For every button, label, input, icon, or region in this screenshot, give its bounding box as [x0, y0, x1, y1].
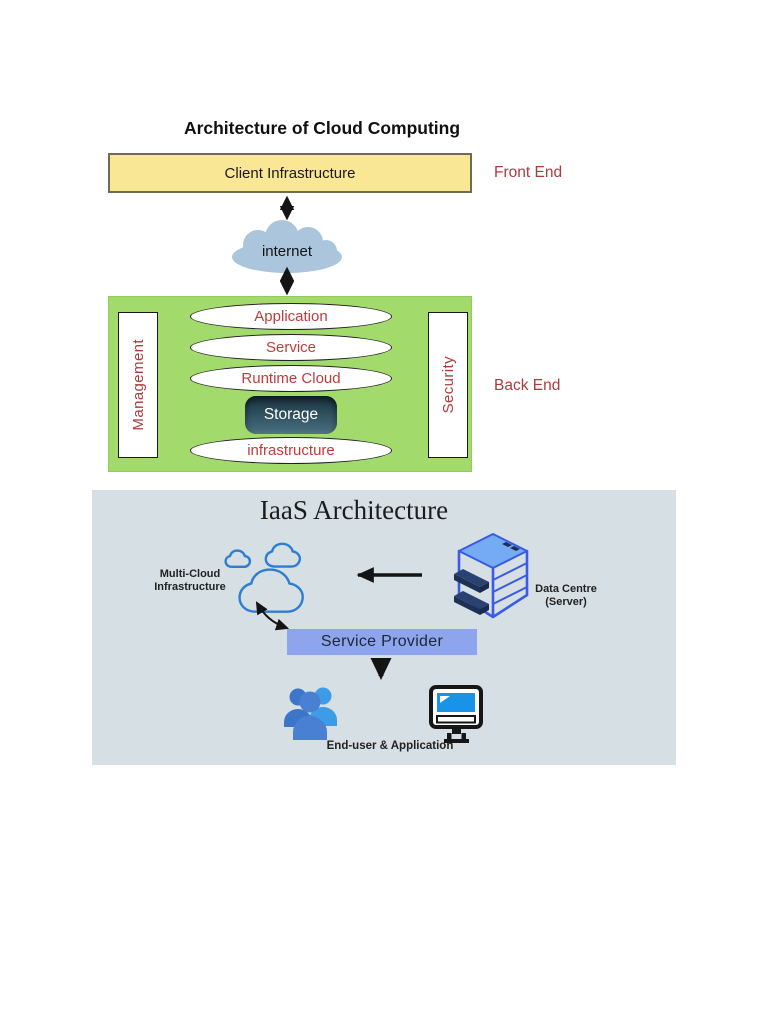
management-box: Management: [118, 312, 158, 458]
back-end-label: Back End: [494, 377, 561, 394]
layer-ellipse-application: Application: [190, 303, 392, 330]
data-centre-icon: [454, 533, 529, 619]
end-user-label: End-user & Application: [326, 740, 454, 752]
client-infrastructure-box: Client Infrastructure: [108, 153, 472, 193]
multi-cloud-label: Multi-Cloud Infrastructure: [140, 568, 240, 594]
layer-ellipse-infrastructure: infrastructure: [190, 437, 392, 464]
back-end-panel: Management Security Application Service …: [108, 296, 472, 472]
iaas-diagram-panel: IaaS Architecture Multi-Cloud Infrastruc…: [92, 490, 676, 765]
data-centre-label-line1: Data Centre: [535, 583, 597, 595]
front-end-label: Front End: [494, 164, 563, 181]
internet-label: internet: [261, 243, 313, 260]
service-provider-label: Service Provider: [320, 633, 444, 650]
data-centre-label-line2: (Server): [545, 596, 587, 608]
multi-cloud-label-line1: Multi-Cloud: [159, 568, 221, 580]
server-unit-top: [454, 569, 489, 593]
curved-double-arrow-icon: [255, 601, 290, 631]
cloud-icon: [232, 220, 342, 273]
iaas-title: IaaS Architecture: [259, 495, 449, 525]
server-unit-bottom: [454, 591, 489, 615]
monitor-icon: [429, 685, 483, 743]
layer-ellipse-runtime-cloud: Runtime Cloud: [190, 365, 392, 392]
layer-ellipse-service: Service: [190, 334, 392, 361]
security-box: Security: [428, 312, 468, 458]
down-arrow-icon: [370, 658, 392, 681]
updown-arrow-bottom-icon: [279, 266, 295, 296]
client-infrastructure-label: Client Infrastructure: [224, 164, 356, 182]
cloud-architecture-title: Architecture of Cloud Computing: [183, 118, 461, 138]
security-label: Security: [439, 356, 457, 414]
medium-cloud-icon: [265, 543, 301, 568]
management-label: Management: [129, 339, 147, 431]
storage-cylinder: Storage: [245, 396, 337, 434]
end-users-icon: [284, 687, 337, 740]
service-provider-box: Service Provider: [287, 629, 477, 655]
small-cloud-icon: [225, 550, 251, 568]
data-centre-label: Data Centre (Server): [516, 583, 616, 609]
multi-cloud-label-line2: Infrastructure: [154, 581, 226, 593]
storage-label: Storage: [263, 406, 319, 423]
internet-cloud: internet: [228, 220, 346, 274]
left-arrow-icon: [356, 567, 422, 583]
updown-arrow-top-icon: [279, 195, 295, 221]
